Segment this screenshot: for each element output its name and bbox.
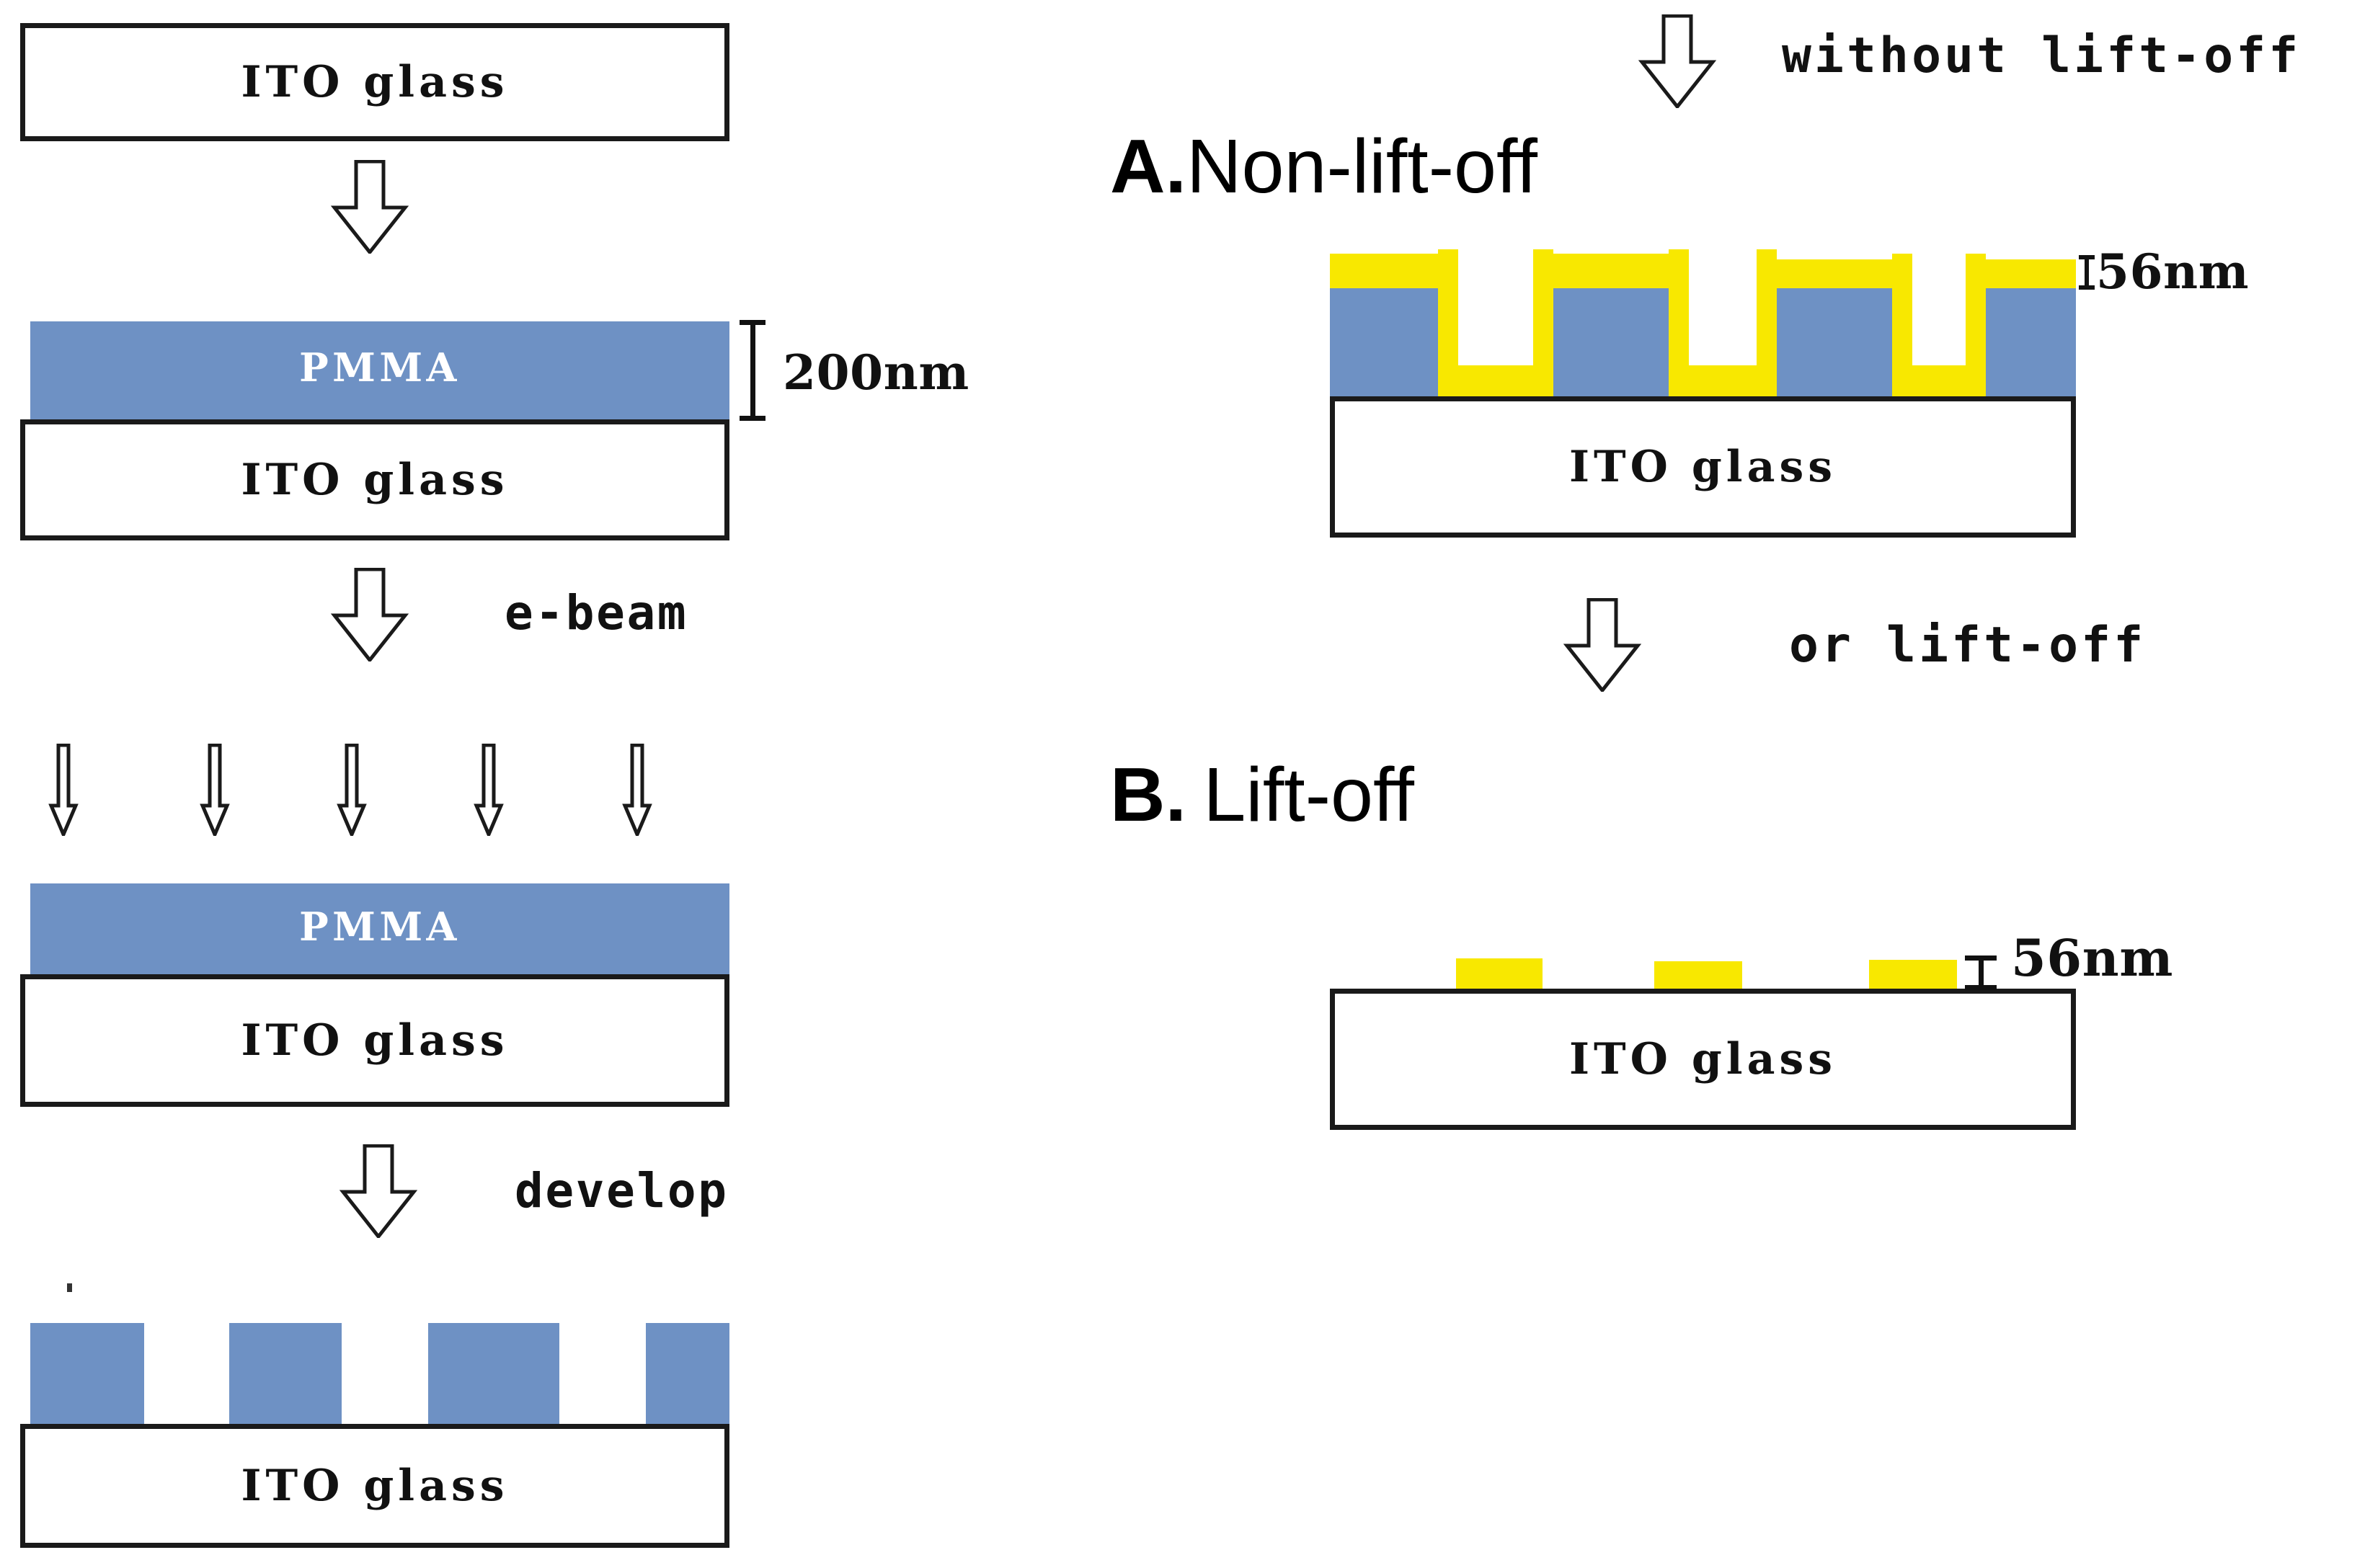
branch-a-marker: A.: [1110, 124, 1186, 209]
branch-b-thickness-label: 56nm: [2011, 928, 2174, 988]
branch-a-pmma-pillar-1: [1330, 288, 1438, 396]
step2-pmma-label: PMMA: [299, 344, 461, 391]
step4-ito-glass-label: ITO glass: [241, 1461, 509, 1511]
pmma-thickness-ibeam: [740, 320, 765, 421]
step2-stack: PMMA ITO glass: [20, 321, 729, 540]
branch-a-gold-cap-3: [1757, 259, 1912, 288]
branch-b-gold-pad-1: [1456, 958, 1543, 990]
branch-a-thickness-label: 56nm: [2096, 244, 2250, 300]
branch-a-title: A.Non-lift-off: [1110, 128, 1537, 205]
step1-ito-glass-box: ITO glass: [20, 23, 729, 141]
without-lift-off-label: without lift-off: [1782, 27, 2302, 84]
pmma-pillar-4: [646, 1323, 729, 1424]
step2-pmma-layer: PMMA: [30, 321, 729, 419]
pmma-pillar-3: [428, 1323, 559, 1424]
branch-a-ito-glass-label: ITO glass: [1568, 442, 1837, 492]
transition-spin-coat-arrow: [330, 159, 409, 256]
branch-a-structure: ITO glass: [1330, 249, 2076, 538]
transition-without-lift-off-arrow: [1638, 14, 1717, 110]
step3-pmma-label: PMMA: [299, 904, 461, 950]
step2-ito-glass-box: ITO glass: [20, 419, 729, 540]
step3-stack: PMMA ITO glass: [20, 883, 729, 1107]
branch-a-title-text: Non-lift-off: [1186, 124, 1537, 209]
ebeam-ray-2: [196, 743, 234, 839]
branch-b-ito-glass-label: ITO glass: [1568, 1034, 1837, 1084]
ebeam-ray-3: [333, 743, 370, 839]
branch-a-pmma-pillar-3: [1777, 288, 1892, 396]
pmma-thickness-label: 200nm: [783, 344, 969, 401]
step3-ito-glass-box: ITO glass: [20, 974, 729, 1107]
branch-b-structure: ITO glass: [1330, 944, 2076, 1130]
ebeam-ray-4: [470, 743, 507, 839]
step3-ito-glass-label: ITO glass: [241, 1015, 509, 1066]
ebeam-transition-label: e-beam: [505, 585, 688, 641]
step2-ito-glass-label: ITO glass: [241, 455, 509, 505]
ebeam-ray-1: [45, 743, 82, 839]
develop-transition-label: develop: [515, 1163, 729, 1219]
branch-a-gold-cap-1: [1330, 254, 1438, 288]
step4-stack: ITO glass: [20, 1323, 729, 1548]
branch-a-pmma-pillar-4: [1986, 288, 2076, 396]
branch-a-gold-cap-4: [1966, 259, 2076, 288]
branch-b-marker: B.: [1110, 752, 1186, 837]
branch-a-pmma-pillar-2: [1553, 288, 1669, 396]
scan-artifact-dot: [67, 1283, 72, 1292]
branch-a-gold-cap-2: [1533, 254, 1689, 288]
step4-ito-glass-box: ITO glass: [20, 1424, 729, 1548]
or-lift-off-label: or lift-off: [1789, 617, 2147, 674]
branch-b-thickness-ibeam: [1965, 956, 1997, 990]
branch-b-title: B.Lift-off: [1110, 757, 1414, 833]
branch-b-ito-glass-box: ITO glass: [1330, 989, 2076, 1130]
branch-b-title-text: Lift-off: [1203, 752, 1414, 837]
pmma-pillar-2: [229, 1323, 342, 1424]
transition-ebeam-arrow: [330, 567, 409, 664]
branch-a-thickness-ibeam: [2079, 255, 2095, 290]
pmma-pillar-1: [30, 1323, 144, 1424]
transition-develop-arrow: [339, 1144, 418, 1240]
branch-b-gold-pad-2: [1654, 961, 1742, 990]
branch-a-ito-glass-box: ITO glass: [1330, 396, 2076, 538]
ebeam-ray-5: [618, 743, 656, 839]
step1-ito-glass-label: ITO glass: [241, 57, 509, 107]
transition-or-lift-off-arrow: [1563, 597, 1642, 694]
branch-b-gold-pad-3: [1869, 960, 1957, 990]
step3-pmma-layer: PMMA: [30, 883, 729, 974]
